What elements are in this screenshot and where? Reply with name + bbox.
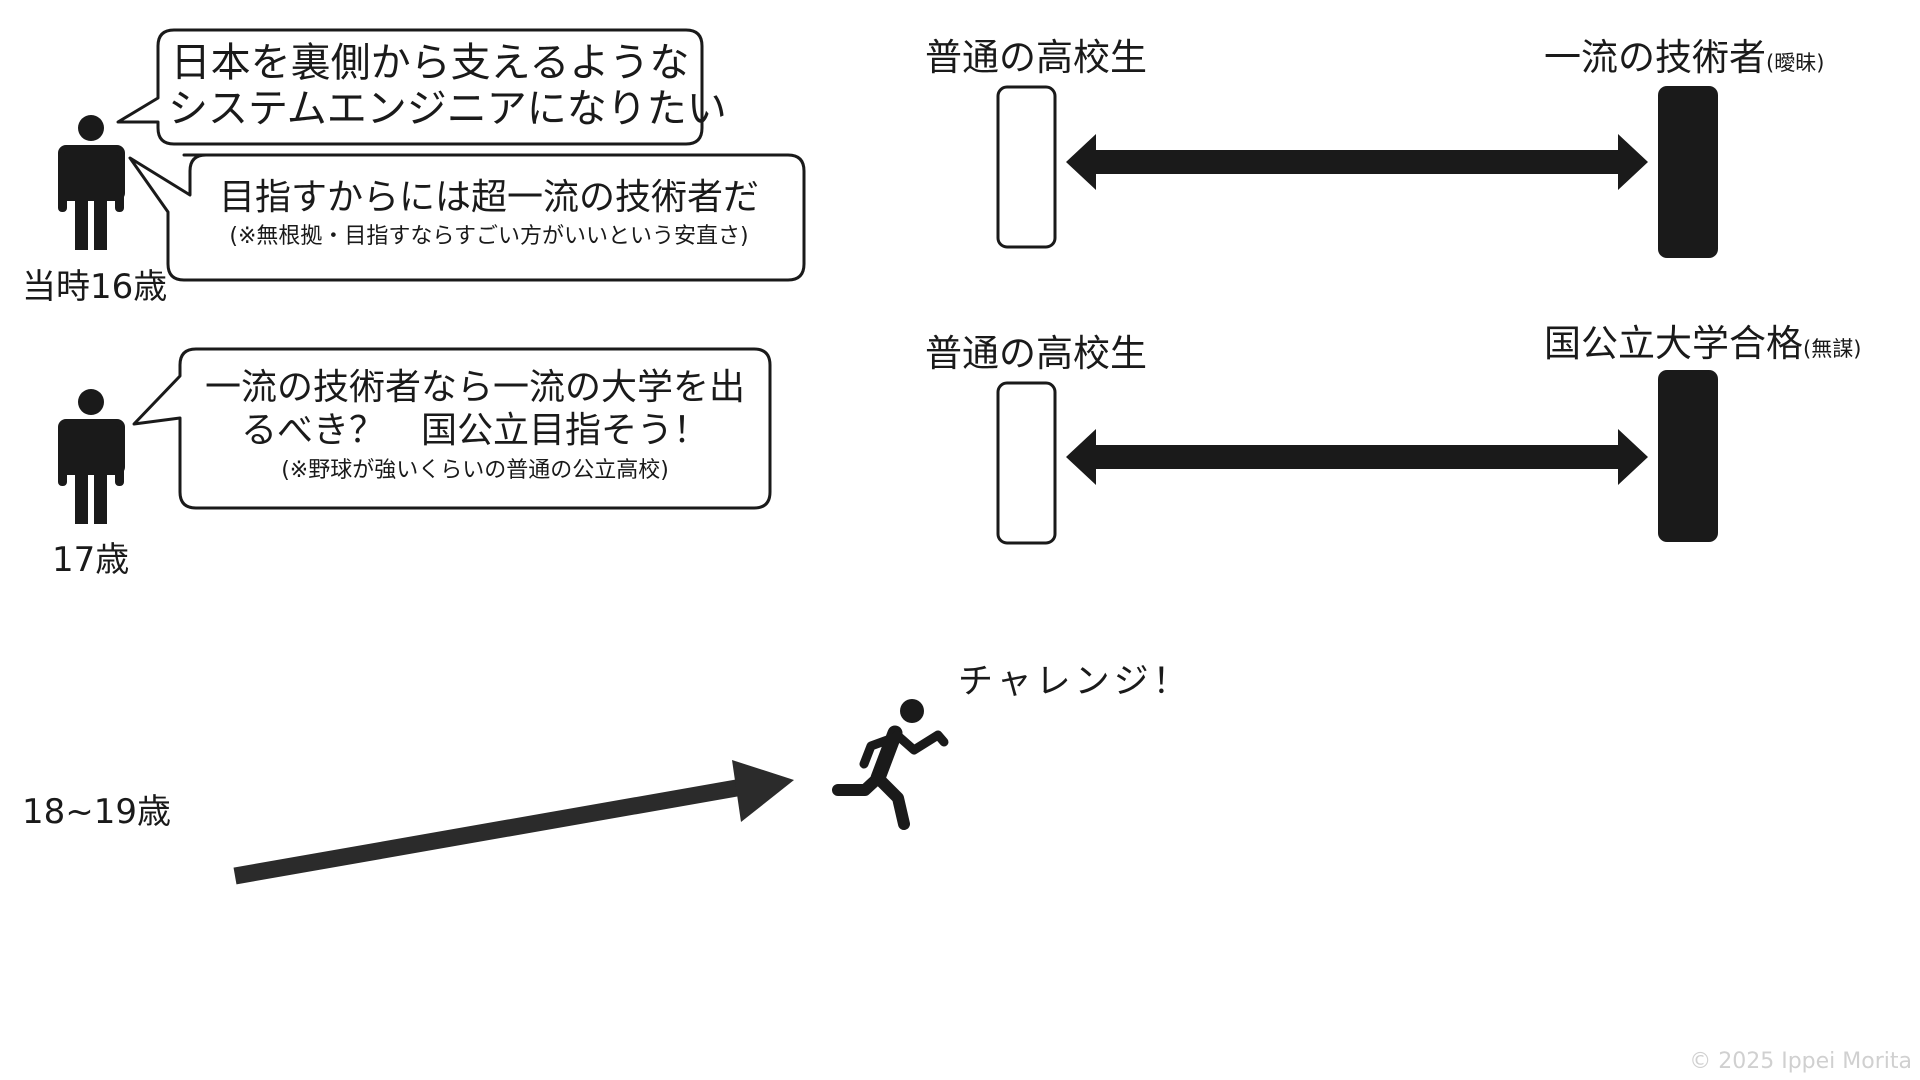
- start-label: 普通の高校生: [925, 332, 1147, 375]
- person-icon: [58, 389, 125, 524]
- progress-arrow-head: [732, 760, 794, 822]
- speech-bubble: [132, 347, 772, 510]
- challenge-label: チャレンジ！: [958, 662, 1192, 702]
- bubble-line: 目指すからには超一流の技術者だ: [218, 177, 759, 218]
- bubble-text: 目指すからには超一流の技術者だ (※無根拠・目指すならすごい方がいいという安直さ…: [184, 177, 794, 250]
- speech-bubble: [128, 153, 806, 282]
- start-bar: [996, 85, 1057, 249]
- bubble-note: (※無根拠・目指すならすごい方がいいという安直さ): [229, 224, 749, 250]
- bubble-line: るべき？ 国公立目指そう！: [240, 410, 709, 452]
- age-label: 18~19歳: [22, 792, 172, 832]
- age-label: 当時16歳: [22, 267, 168, 307]
- copyright-watermark: © 2025 Ippei Morita: [1689, 1049, 1912, 1074]
- person-icon: [58, 115, 125, 250]
- goal-note: (無謀): [1803, 337, 1862, 361]
- start-bar: [996, 381, 1057, 545]
- goal-text: 国公立大学合格: [1544, 322, 1803, 365]
- goal-bar: [1658, 86, 1718, 258]
- goal-label: 国公立大学合格(無謀): [1544, 325, 1861, 362]
- bubble-text: 日本を裏側から支えるような システムエンジニアになりたい: [168, 40, 727, 132]
- goal-note: (曖昧): [1766, 51, 1825, 75]
- speech-bubble: [116, 28, 704, 146]
- goal-label: 一流の技術者(曖昧): [1544, 39, 1824, 76]
- bubble-line: 一流の技術者なら一流の大学を出: [204, 367, 745, 408]
- double-arrow: [1066, 429, 1648, 485]
- bubble-line: システムエンジニアになりたい: [168, 86, 727, 132]
- goal-bar: [1658, 370, 1718, 542]
- age-label: 17歳: [52, 540, 130, 580]
- start-label: 普通の高校生: [925, 36, 1147, 79]
- goal-text: 一流の技術者: [1544, 36, 1766, 79]
- progress-arrow-shaft: [233, 777, 750, 885]
- bubble-text: 一流の技術者なら一流の大学を出 るべき？ 国公立目指そう！ (※野球が強いくらい…: [188, 367, 762, 483]
- bubble-note: (※野球が強いくらいの普通の公立高校): [281, 457, 669, 483]
- double-arrow: [1066, 134, 1648, 190]
- bubble-line: 日本を裏側から支えるような: [170, 40, 690, 86]
- running-person-icon: [832, 699, 949, 830]
